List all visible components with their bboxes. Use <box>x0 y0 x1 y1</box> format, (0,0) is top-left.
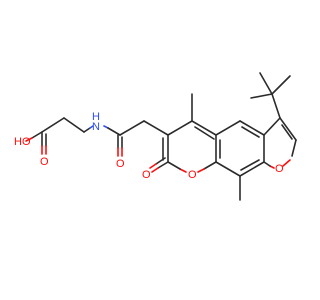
bond-lactone-co-second <box>155 157 166 165</box>
bond-ch2-n <box>83 127 91 133</box>
bond-c-oh-colored <box>25 137 33 142</box>
bond-c10a-o <box>203 161 217 170</box>
bond-furan-3 <box>291 139 297 157</box>
bond-c-oh <box>31 131 43 139</box>
bond-ch2-ring <box>143 120 169 136</box>
bond-tbu-methyl-3 <box>250 93 273 99</box>
bond-tbu-quaternary <box>271 93 281 119</box>
bond-amide-ch2 <box>119 120 145 136</box>
atom-pyran-o: O <box>188 169 197 181</box>
bond-c5-c4a-double <box>194 126 215 140</box>
bond-furan-2-double <box>281 124 293 140</box>
bond-lactone-co <box>157 161 169 169</box>
atom-hydroxyl-h: H <box>14 136 22 148</box>
bond-c5-c4a <box>191 120 217 136</box>
atom-furan-o: O <box>275 163 284 175</box>
bond-tbu-methyl-1 <box>259 72 273 95</box>
molecule-structure: H O O N H O O O O <box>14 72 297 201</box>
molecule-canvas: H O O N H O O O O <box>14 72 297 201</box>
bond-o-c7 <box>167 161 181 170</box>
atom-amide-h: H <box>92 111 100 123</box>
atom-acid-carbonyl-o: O <box>40 156 49 168</box>
bond-cooh-ch2 <box>41 117 65 133</box>
bond-c6-c5 <box>167 120 193 136</box>
bond-furan-2 <box>279 117 297 141</box>
bond-benz-4 <box>239 161 265 177</box>
atom-amide-carbonyl-o: O <box>116 158 125 170</box>
bond-benz-2-double <box>241 126 260 138</box>
bond-c10a-o-colored <box>197 168 205 173</box>
bond-ch2-n-colored <box>89 125 94 129</box>
bond-furan-o1-colored <box>282 159 291 167</box>
bond-benz-5 <box>215 161 241 177</box>
atom-hydroxyl-o: O <box>22 136 31 148</box>
bond-benz-4-double <box>240 159 260 171</box>
bond-lactone-co-colored <box>151 167 159 173</box>
bond-n-c <box>107 127 121 136</box>
bond-furan-1 <box>263 117 281 136</box>
bond-furan-o2 <box>263 161 271 167</box>
bond-lactone-co-second-colored <box>149 163 157 169</box>
bond-tbu-methyl-2 <box>271 75 291 95</box>
bond-benz-2 <box>239 120 265 136</box>
atom-amide-n: N <box>92 121 100 133</box>
bond-benz-1 <box>215 120 241 136</box>
atom-lactone-carbonyl-o: O <box>142 169 151 181</box>
bond-o-c7-colored <box>179 168 187 173</box>
bond-ch2-ch2 <box>63 117 85 133</box>
